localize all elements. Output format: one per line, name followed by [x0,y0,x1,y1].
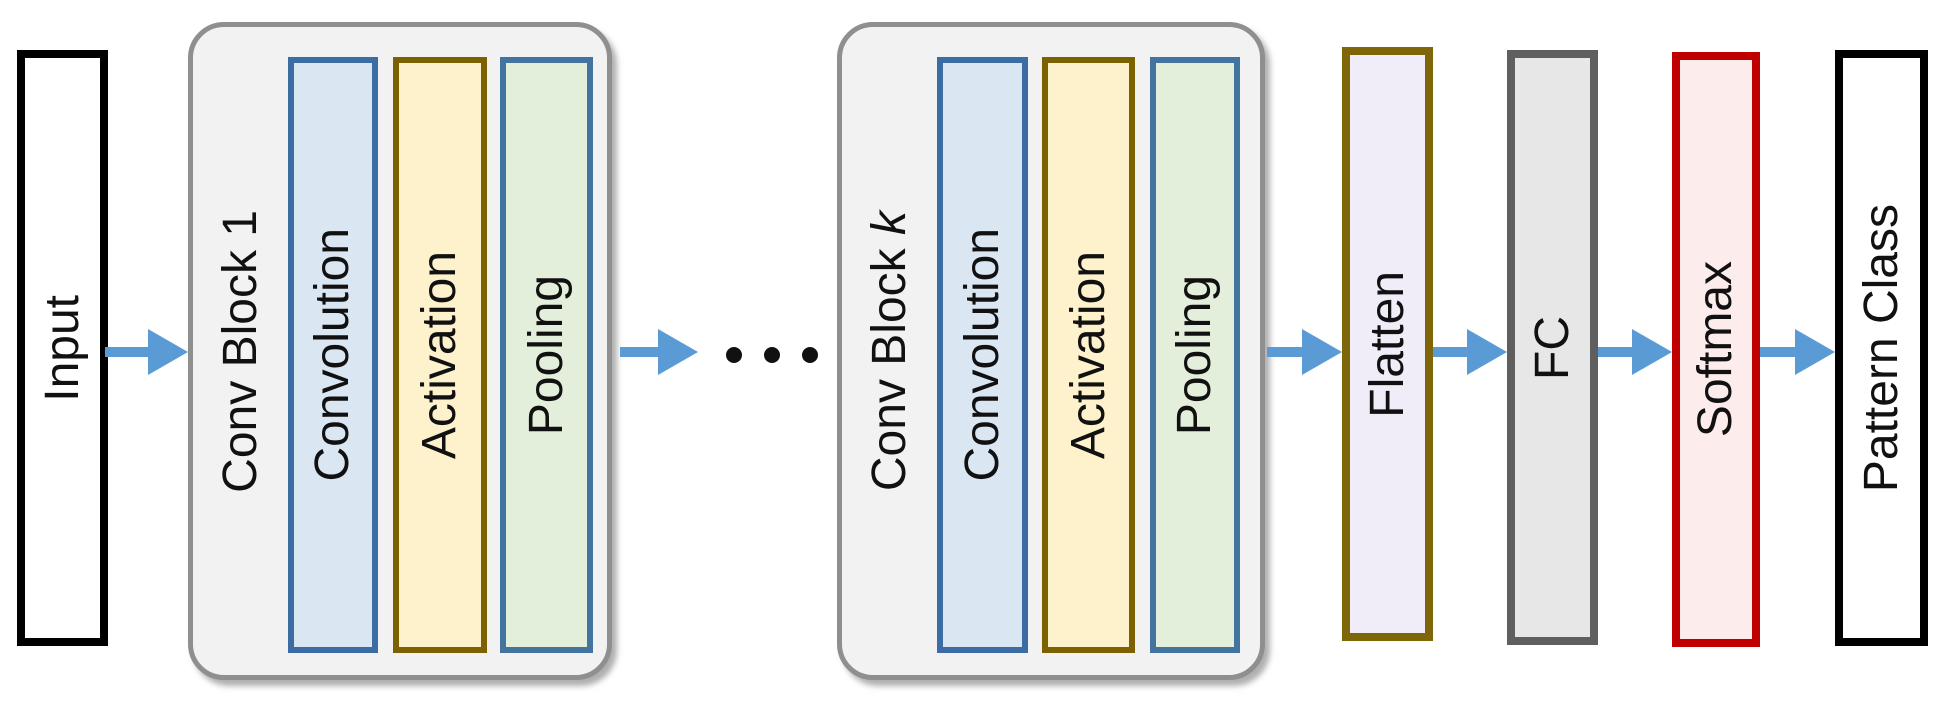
conv-block-1-title-prefix: Conv Block [213,236,267,493]
softmax-node: Softmax [1672,52,1760,647]
fc-label: FC [1525,315,1579,380]
conv-block-k-title-suffix: k [862,210,916,235]
input-label: Input [35,294,89,402]
flatten-label: Flatten [1360,270,1414,418]
input-node: Input [17,50,108,646]
conv-block-k-layer-pooling: Pooling [1150,57,1240,653]
arrow-line [1433,347,1475,357]
conv-block-k-title-prefix: Conv Block [862,234,916,492]
conv-block-k-layer-activation: Activation [1042,57,1135,653]
arrow-head [1632,329,1672,375]
arrow-right-icon-1 [105,329,188,375]
arrow-right-icon-3 [1267,329,1342,375]
conv-block-k-title: Conv Block k [842,27,937,675]
arrow-line [1598,347,1640,357]
conv-block-1-layer-activation: Activation [393,57,487,653]
ellipsis-dot [764,347,780,363]
activation-label: Activation [1061,250,1115,460]
conv-block-1-layer-convolution: Convolution [288,57,378,653]
arrow-line [620,347,666,357]
softmax-label: Softmax [1689,261,1742,438]
arrow-head [1302,329,1342,375]
arrow-right-icon-5 [1598,329,1672,375]
flatten-node: Flatten [1342,47,1433,641]
pooling-label: Pooling [519,274,573,436]
ellipsis-dot [726,347,742,363]
convolution-label: Convolution [306,228,359,482]
conv-block-k-title-label: Conv Block k [862,210,916,492]
arrow-head [1467,329,1507,375]
conv-block-1-title-suffix: 1 [213,209,267,237]
conv-block-k: Conv Block k Convolution Activation Pool… [837,22,1265,680]
conv-block-1-title-label: Conv Block 1 [213,209,267,493]
pattern-class-node: Pattern Class [1835,50,1928,646]
pooling-label: Pooling [1168,274,1221,436]
arrow-head [1795,329,1835,375]
pattern-class-label: Pattern Class [1854,203,1908,493]
arrow-line [1760,347,1803,357]
arrow-line [1267,347,1310,357]
activation-label: Activation [413,250,466,460]
conv-block-k-layer-convolution: Convolution [937,57,1028,653]
arrow-right-icon-4 [1433,329,1507,375]
arrow-line [105,347,156,357]
ellipsis-dot [802,347,818,363]
convolution-label: Convolution [955,228,1009,482]
conv-block-1-layer-pooling: Pooling [500,57,593,653]
fc-node: FC [1507,50,1598,645]
arrow-head [148,329,188,375]
arrow-right-icon-6 [1760,329,1835,375]
conv-block-1-title: Conv Block 1 [193,27,288,675]
conv-block-1: Conv Block 1 Convolution Activation Pool… [188,22,612,680]
arrow-right-icon-2 [620,329,698,375]
arrow-head [658,329,698,375]
